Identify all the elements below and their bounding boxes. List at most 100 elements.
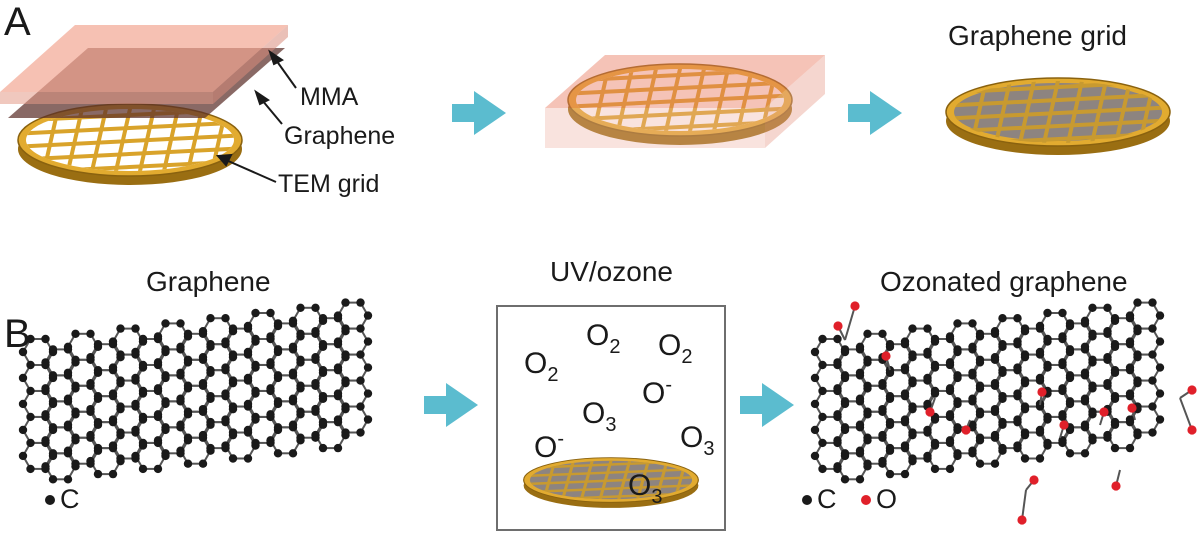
title-graphene-grid: Graphene grid — [948, 20, 1128, 51]
carbon-atom — [183, 329, 193, 338]
carbon-atom — [923, 425, 932, 435]
carbon-atom — [1103, 378, 1112, 388]
carbon-atom — [990, 430, 1000, 440]
carbon-atom — [1065, 449, 1075, 458]
oxygen-atom — [1187, 385, 1197, 395]
carbon-atom — [161, 423, 170, 432]
carbon-atom — [818, 464, 827, 474]
carbon-atom — [41, 334, 50, 344]
carbon-atom — [243, 425, 253, 435]
carbon-atom — [975, 355, 985, 364]
carbon-atom — [1103, 352, 1112, 362]
carbon-atom — [86, 404, 95, 414]
carbon-atom — [908, 376, 917, 385]
carbon-atom — [206, 417, 215, 427]
carbon-atom — [243, 321, 253, 331]
carbon-atom — [341, 350, 350, 359]
carbon-atom — [93, 365, 103, 375]
carbon-atom — [878, 404, 887, 414]
carbon-atom — [1013, 415, 1022, 424]
carbon-atom — [908, 402, 917, 411]
carbon-atom — [1043, 308, 1052, 318]
carbon-atom — [945, 384, 955, 393]
carbon-atom — [908, 428, 917, 437]
oxygen-atom — [881, 351, 891, 361]
carbon-atom — [885, 469, 895, 479]
arrow-b2 — [740, 383, 794, 427]
carbon-atom — [26, 464, 35, 474]
carbon-atom — [818, 386, 827, 396]
carbon-atom — [968, 446, 977, 455]
carbon-atom — [975, 407, 985, 416]
carbon-atom — [318, 365, 328, 375]
carbon-atom — [990, 352, 1000, 362]
carbon-atom — [341, 376, 350, 385]
carbon-atom — [968, 342, 977, 351]
graphene-lattice — [18, 298, 373, 484]
carbon-atom — [221, 441, 230, 450]
carbon-atom — [206, 314, 215, 323]
carbon-atom — [1065, 345, 1075, 354]
carbon-atom — [221, 389, 230, 398]
carbon-atom — [810, 451, 820, 461]
carbon-atom — [1103, 326, 1112, 336]
carbon-atom — [311, 430, 320, 440]
carbon-atom — [990, 404, 1000, 414]
carbon-atom — [923, 347, 932, 357]
carbon-atom — [63, 368, 73, 377]
carbon-atom — [228, 350, 238, 359]
oxygen-atom — [1037, 387, 1047, 397]
carbon-atom — [221, 337, 230, 346]
carbon-legend-dot — [45, 495, 55, 505]
carbon-atom — [273, 371, 283, 380]
carbon-atom — [93, 391, 103, 401]
callout-lines — [215, 49, 297, 183]
carbon-atom — [108, 363, 118, 372]
carbon-atom — [363, 415, 373, 424]
carbon-atom — [356, 324, 365, 333]
carbon-atom — [818, 412, 827, 422]
carbon-atom — [818, 334, 827, 344]
carbon-atom — [1148, 402, 1157, 411]
carbon-atom — [18, 347, 28, 357]
carbon-atom — [176, 319, 185, 328]
carbon-atom — [198, 352, 208, 362]
carbon-atom — [1088, 329, 1097, 338]
carbon-atom — [1080, 368, 1090, 377]
carbon-atom — [1035, 454, 1045, 463]
carbon-atom — [1103, 430, 1112, 440]
carbon-atom — [1020, 324, 1030, 333]
carbon-atom — [1080, 449, 1090, 458]
carbon-atom — [288, 394, 298, 403]
carbon-atom — [1148, 428, 1157, 437]
graphene-grid-result — [945, 77, 1171, 155]
carbon-atom — [356, 350, 365, 359]
oxygen-atom — [1059, 420, 1069, 430]
carbon-atom — [1133, 428, 1142, 437]
oxygen-atom — [1099, 407, 1109, 417]
carbon-atom — [176, 368, 185, 377]
carbon-atom — [945, 436, 955, 445]
carbon-atom — [333, 311, 343, 320]
carbon-atom — [18, 399, 28, 409]
carbon-atom — [1080, 342, 1090, 351]
carbon-atom — [900, 441, 910, 450]
carbon-atom — [198, 459, 208, 468]
carbon-atom — [930, 334, 940, 344]
carbon-atom — [71, 459, 80, 468]
carbon-atom — [930, 360, 940, 370]
carbon-atom — [1013, 337, 1022, 346]
carbon-atom — [228, 454, 238, 463]
carbon-atom — [863, 329, 872, 339]
carbon-atom — [998, 339, 1007, 349]
carbon-atom — [1110, 339, 1120, 349]
carbon-atom — [63, 342, 73, 351]
carbon-atom — [71, 407, 80, 416]
carbon-atom — [138, 438, 148, 448]
carbon-atom — [26, 334, 35, 344]
carbon-atom — [1155, 389, 1165, 398]
carbon-atom — [176, 394, 185, 403]
carbon-atom — [311, 303, 320, 313]
oxygen-atom — [1029, 475, 1039, 485]
carbon-atom — [953, 449, 962, 458]
